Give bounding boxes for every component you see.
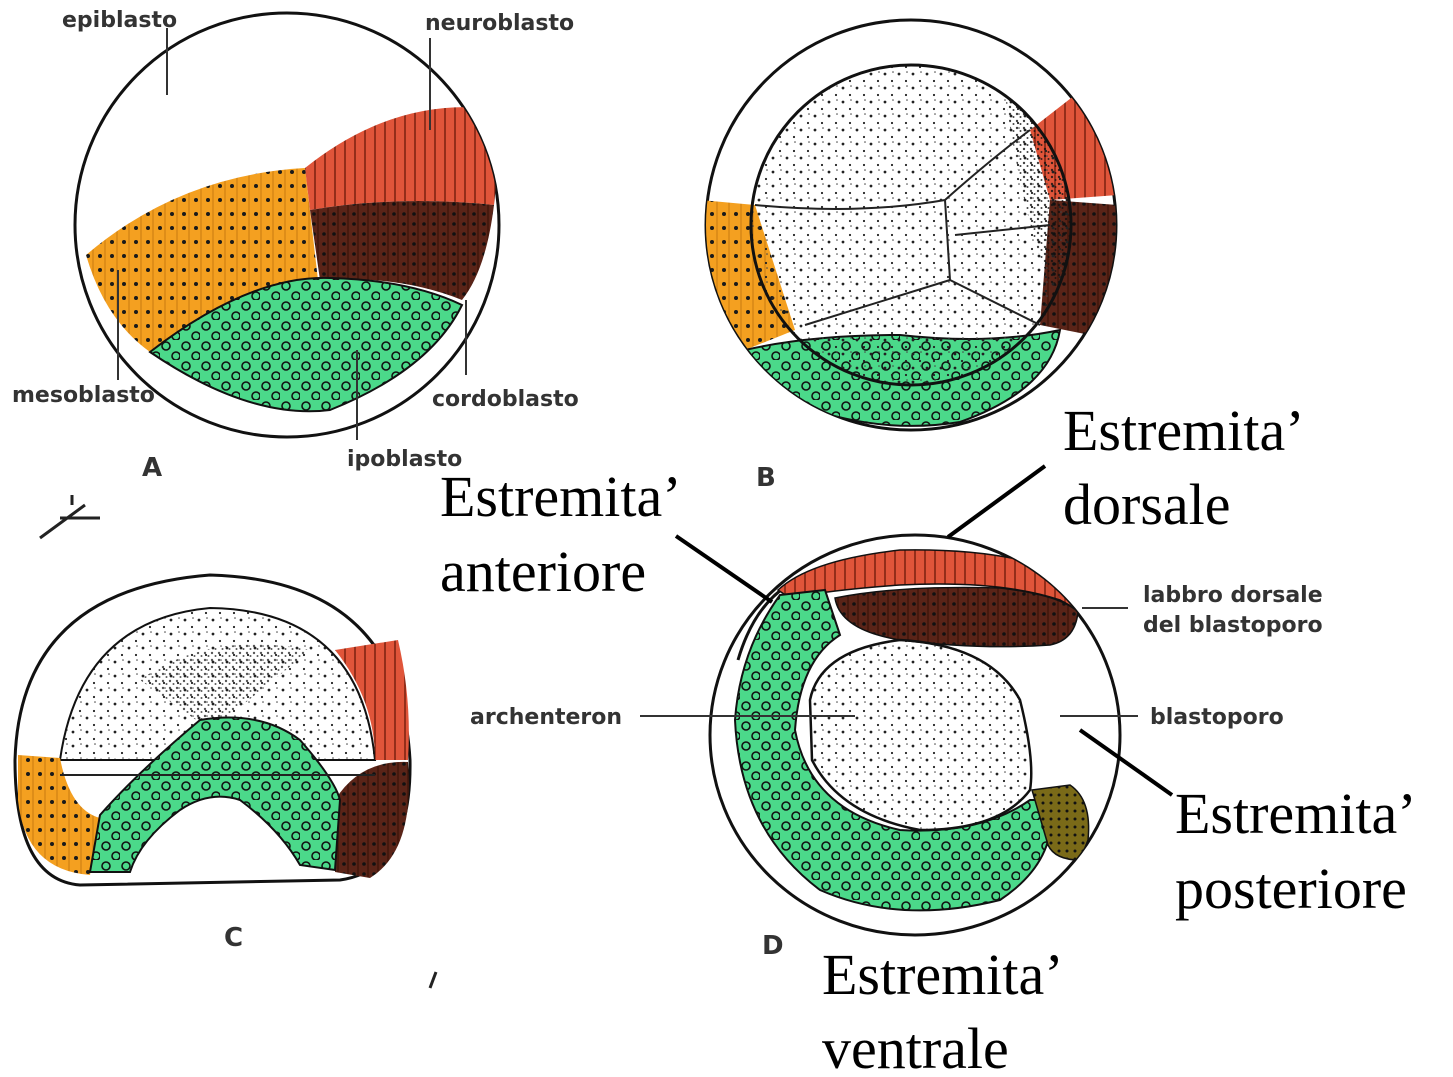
label-archenteron: archenteron — [470, 705, 622, 730]
panel-letter-c: C — [224, 923, 243, 953]
label-labbro-line1: labbro dorsale — [1143, 583, 1323, 608]
panel-letter-b: B — [756, 463, 776, 493]
panel-a: epiblasto neuroblasto mesoblasto cordobl… — [12, 8, 579, 483]
callout-posteriore-line1: Estremita’ — [1175, 781, 1417, 846]
callout-anteriore-line — [676, 536, 772, 602]
panel-letter-a: A — [142, 453, 162, 483]
label-labbro-line2: del blastoporo — [1143, 613, 1323, 638]
callout-anteriore-line1: Estremita’ — [440, 464, 682, 529]
panel-b: B — [700, 20, 1118, 493]
callout-dorsale-line — [948, 466, 1045, 537]
panel-letter-d: D — [762, 931, 784, 961]
panel-c: C — [15, 575, 410, 953]
label-blastoporo: blastoporo — [1150, 705, 1284, 730]
callout-ventrale-line2: ventrale — [822, 1016, 1009, 1077]
stray-mark — [40, 495, 100, 538]
callout-dorsale-line1: Estremita’ — [1063, 398, 1305, 463]
callout-anteriore-line2: anteriore — [440, 539, 646, 604]
label-mesoblasto: mesoblasto — [12, 383, 155, 408]
stray-tick — [430, 972, 436, 988]
callout-posteriore-line2: posteriore — [1175, 856, 1407, 921]
label-epiblasto: epiblasto — [62, 8, 177, 33]
callout-dorsale-line2: dorsale — [1063, 472, 1231, 537]
callout-ventrale-line1: Estremita’ — [822, 942, 1064, 1007]
label-neuroblasto: neuroblasto — [425, 11, 574, 36]
label-cordoblasto: cordoblasto — [432, 387, 579, 412]
